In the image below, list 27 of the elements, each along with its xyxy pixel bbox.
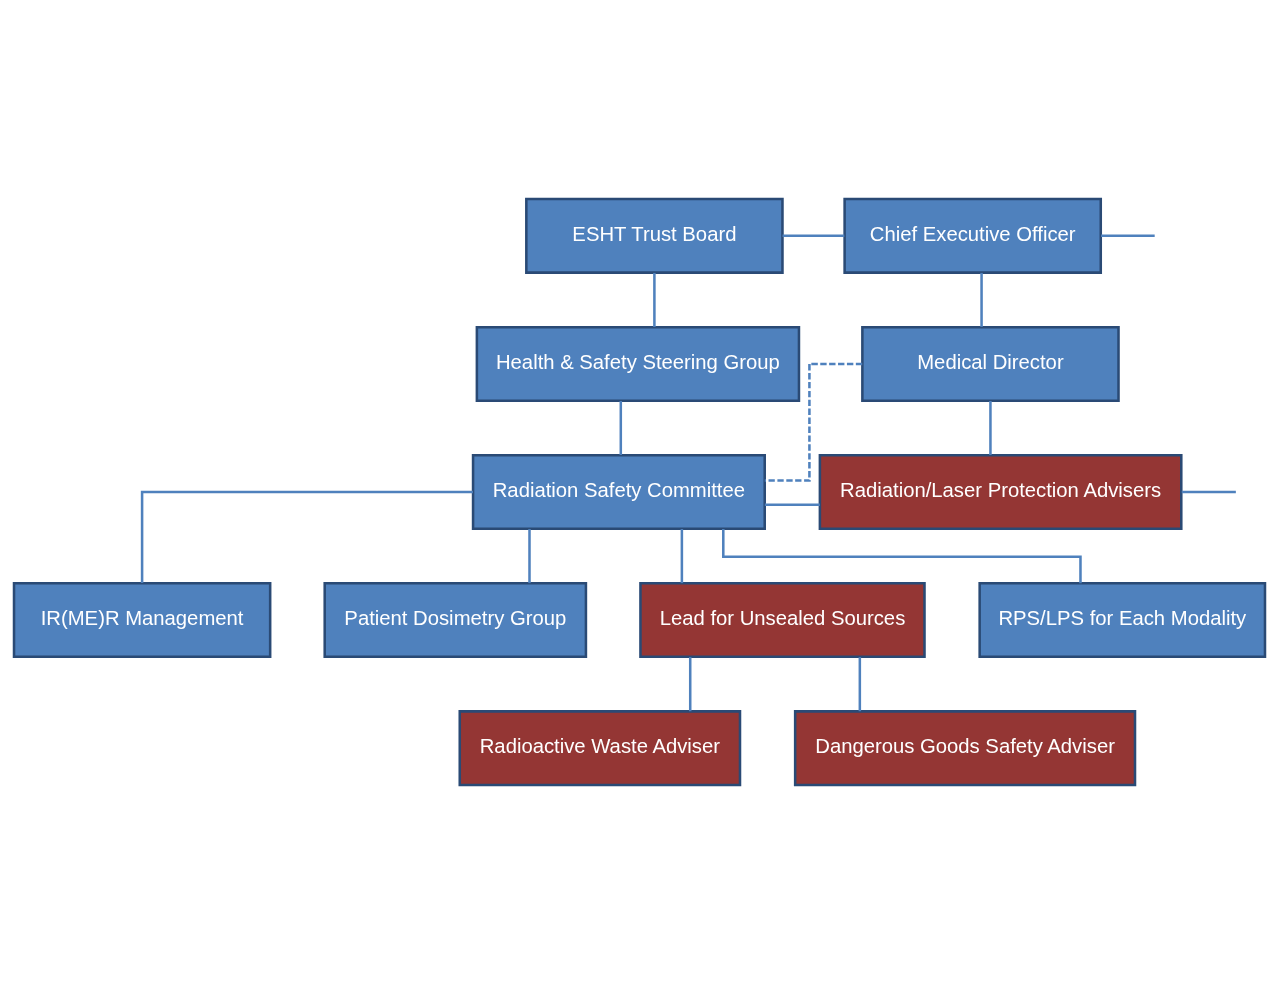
connector [1181, 490, 1236, 493]
connector [680, 528, 684, 583]
connector [722, 528, 1082, 583]
connector [980, 272, 983, 327]
connector [140, 490, 473, 583]
node-box: RPS/LPS for Each Modality [978, 581, 1267, 658]
connector [858, 656, 862, 711]
connector [528, 528, 531, 583]
node-box: Radiation/Laser Protection Advisers [818, 453, 1183, 530]
connector [1101, 234, 1155, 237]
node-box: Health & Safety Steering Group [475, 325, 801, 402]
node-box: IR(ME)R Management [12, 581, 272, 658]
node-box: Lead for Unsealed Sources [639, 581, 926, 658]
connector [764, 502, 820, 506]
node-box: Patient Dosimetry Group [323, 581, 588, 658]
connector [653, 272, 656, 327]
connector [619, 400, 623, 455]
connector [782, 234, 845, 237]
node-box: Radiation Safety Committee [471, 453, 766, 530]
node-box: Medical Director [861, 325, 1120, 402]
node-box: ESHT Trust Board [525, 197, 784, 274]
node-box: Radioactive Waste Adviser [458, 709, 742, 786]
connector [989, 400, 992, 455]
connector [688, 656, 692, 711]
connector [764, 362, 863, 482]
node-box: Dangerous Goods Safety Adviser [793, 709, 1137, 786]
node-box: Chief Executive Officer [843, 197, 1103, 274]
